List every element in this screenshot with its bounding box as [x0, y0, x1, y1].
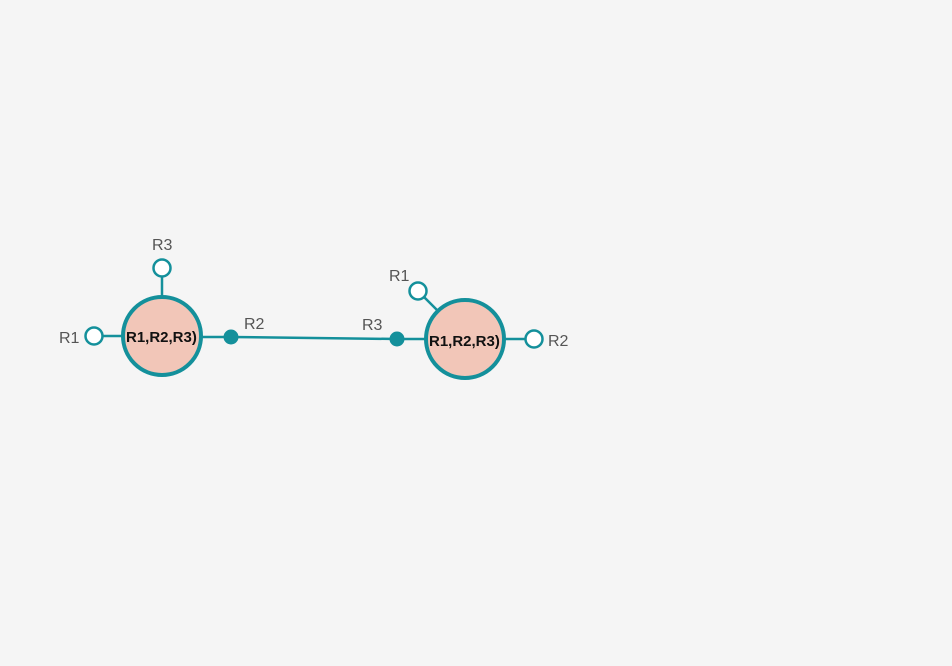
- site-label: R1: [389, 268, 410, 285]
- site-r2[interactable]: R2: [524, 329, 569, 351]
- site-label: R2: [548, 333, 569, 350]
- site-label: R3: [362, 317, 383, 334]
- site-r1[interactable]: R1: [59, 326, 104, 348]
- molecule-node[interactable]: [424, 298, 506, 380]
- site-r1[interactable]: R1: [389, 268, 428, 301]
- molecule-label: R1,R2,R3): [429, 333, 500, 350]
- site-marker-unbound[interactable]: [84, 326, 104, 346]
- bond-edge: [230, 335, 398, 341]
- site-marker-bound[interactable]: [223, 329, 239, 345]
- site-label: R2: [244, 316, 265, 333]
- molecule-node[interactable]: [121, 295, 203, 377]
- site-r3[interactable]: R3: [362, 317, 405, 347]
- site-stem-r1: [423, 296, 439, 312]
- site-marker-unbound[interactable]: [152, 258, 172, 278]
- site-label: R1: [59, 330, 80, 347]
- site-marker-unbound[interactable]: [524, 329, 544, 349]
- site-r2[interactable]: R2: [223, 316, 265, 345]
- site-label: R3: [152, 237, 173, 254]
- molecule-1[interactable]: R1,R2,R3) R3 R1 R2: [59, 237, 265, 377]
- site-marker-unbound[interactable]: [408, 281, 428, 301]
- molecule-2[interactable]: R1,R2,R3) R1 R3 R2: [362, 268, 569, 380]
- molecule-label: R1,R2,R3): [126, 329, 197, 346]
- site-r3[interactable]: R3: [152, 237, 173, 278]
- site-marker-bound[interactable]: [389, 331, 405, 347]
